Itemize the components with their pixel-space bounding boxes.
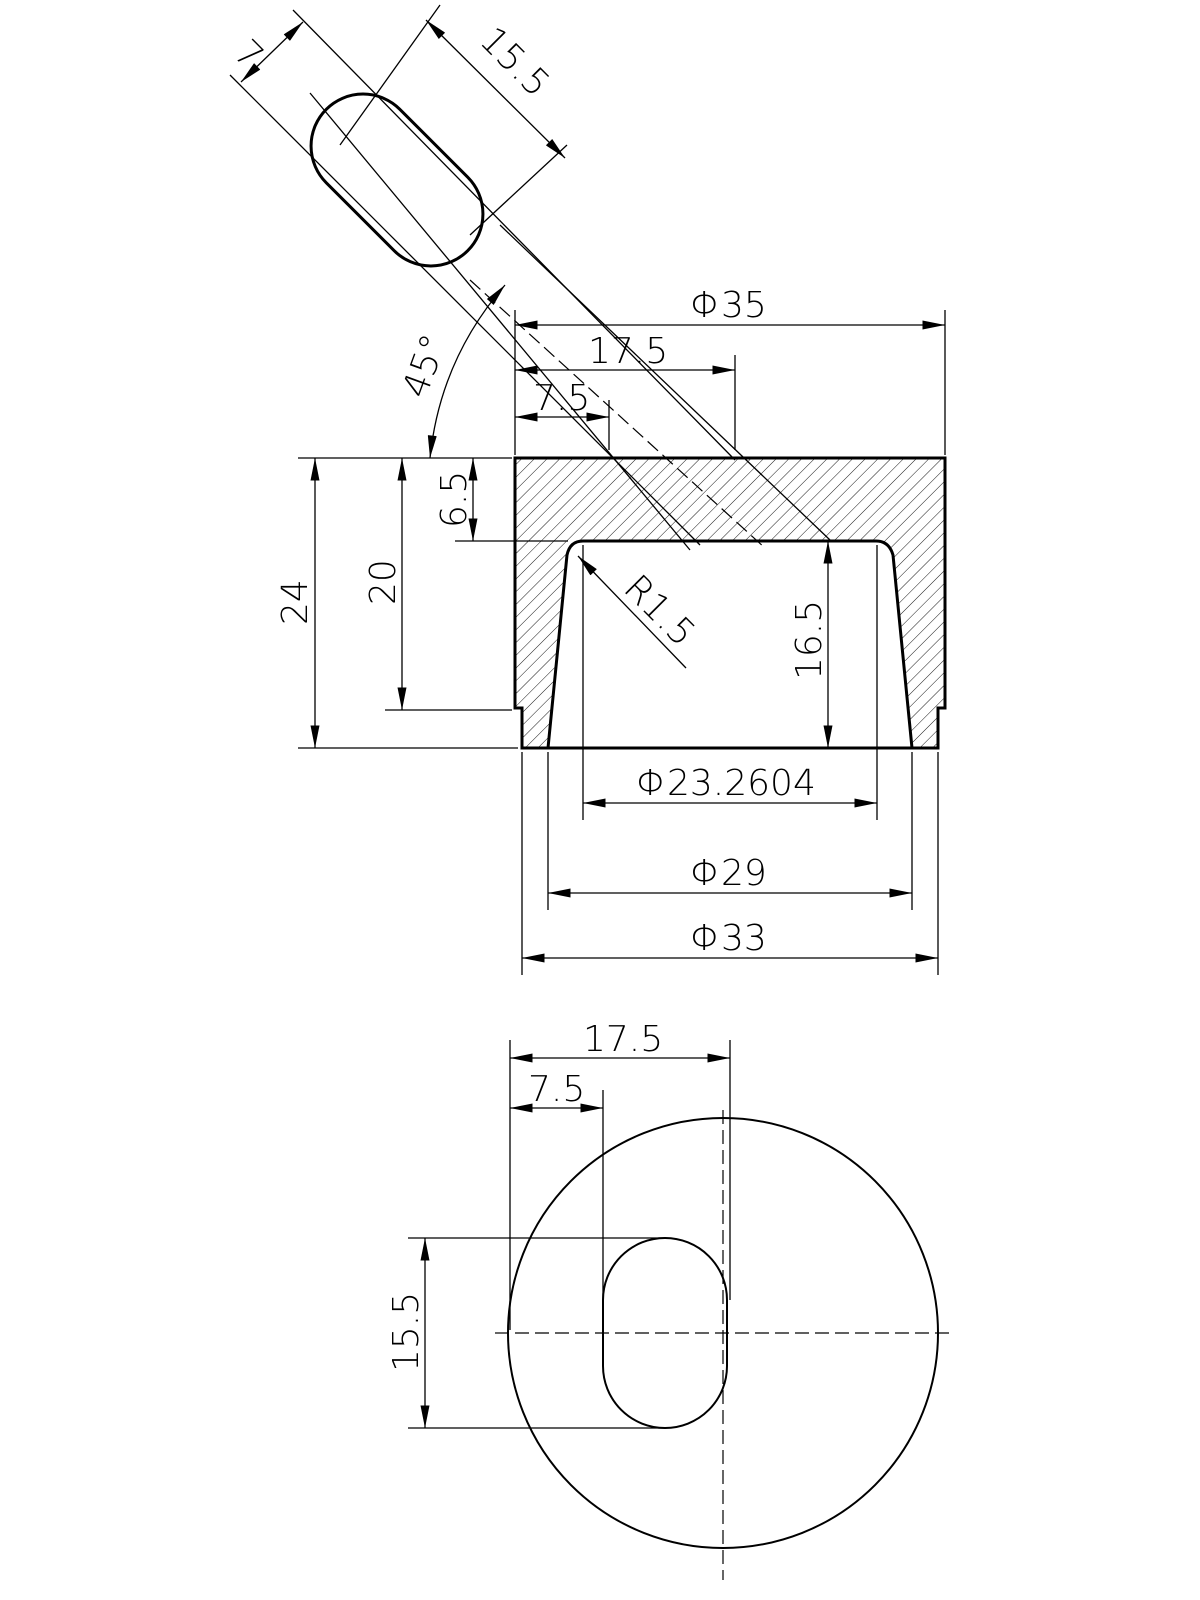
slot-outline [309,92,485,268]
dimension-6-5-label: 6.5 [434,471,475,528]
top-dimension-7-5-label: 7.5 [528,1069,585,1110]
top-view: 17.5 7.5 15.5 [386,1019,955,1580]
angle-dimension-45 [427,284,506,459]
dimension-7-5-label: 7.5 [533,378,590,419]
dimension-phi23-2604-label: Φ23.2604 [636,763,816,804]
angle-label-45: 45° [395,329,455,403]
extension-line [292,9,736,461]
dimension-20-label: 20 [363,559,404,605]
dimension-16-5-label: 16.5 [789,600,830,680]
top-dimension-15-5-label: 15.5 [386,1292,427,1372]
section-view: Φ35 17.5 7.5 24 20 6.5 R1.5 16.5 Φ23.260… [275,285,947,975]
dimension-phi35-label: Φ35 [690,285,767,326]
dimension-17-5-label: 17.5 [588,331,668,372]
dimension-phi29-label: Φ29 [690,853,767,894]
dimension-r1-5 [577,555,687,669]
dimension-r1-5-label: R1.5 [616,567,703,654]
extension-line [469,144,568,236]
dimension-24-label: 24 [275,579,316,625]
section-body [513,456,947,750]
dimension-7 [240,21,304,83]
dimension-phi33-label: Φ33 [690,918,767,959]
dimension-15-5 [425,19,566,159]
extension-line [339,4,441,146]
dimension-7-label: 7 [226,32,271,77]
dimension-15-5-label: 15.5 [472,19,558,105]
top-dimension-17-5-label: 17.5 [583,1019,663,1060]
